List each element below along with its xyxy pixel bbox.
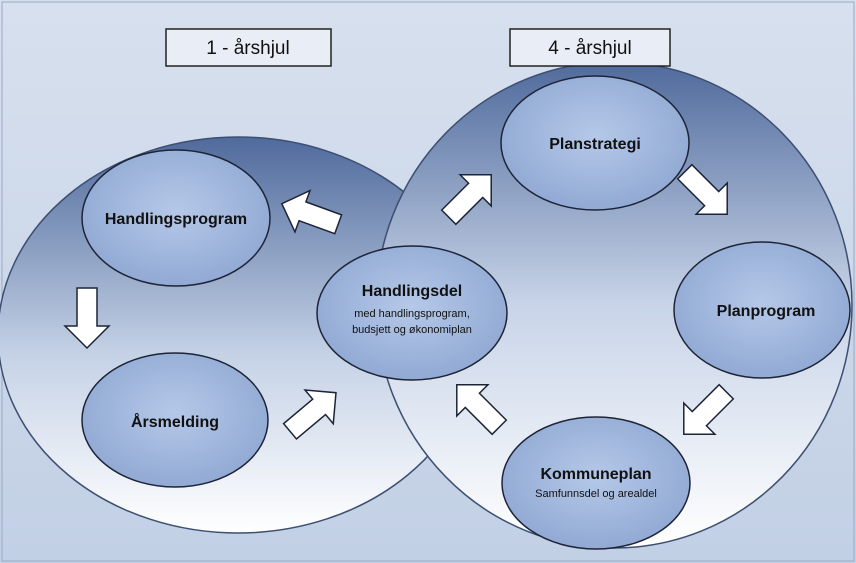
- right-title-box: 4 - årshjul: [509, 28, 671, 67]
- node-handlingsprogram-label: Handlingsprogram: [105, 211, 247, 228]
- node-planprogram: Planprogram: [673, 241, 851, 379]
- right-title: 4 - årshjul: [548, 38, 631, 59]
- node-handlingsdel: Handlingsdel med handlingsprogram, budsj…: [316, 245, 508, 381]
- arrow-planstrategi-to-planprogram: [676, 163, 728, 215]
- node-arsmelding: Årsmelding: [81, 352, 269, 488]
- node-arsmelding-label: Årsmelding: [131, 412, 219, 431]
- node-handlingsdel-line1: med handlingsprogram,: [354, 308, 470, 320]
- arrow-handlingsdel-to-planstrategi: [440, 174, 492, 226]
- node-kommuneplan: Kommuneplan Samfunnsdel og arealdel: [501, 416, 691, 550]
- node-kommuneplan-label: Kommuneplan: [540, 466, 651, 483]
- arrow-arsmelding-to-handlingsdel: [282, 389, 337, 441]
- node-planprogram-label: Planprogram: [717, 303, 816, 320]
- node-handlingsdel-line2: budsjett og økonomiplan: [352, 324, 472, 336]
- node-handlingsprogram: Handlingsprogram: [81, 149, 271, 287]
- arrow-planprogram-to-kommuneplan: [683, 383, 735, 435]
- node-planstrategi-label: Planstrategi: [549, 136, 641, 153]
- node-planstrategi: Planstrategi: [500, 75, 690, 211]
- arrow-handlingsprogram-to-arsmelding: [63, 287, 111, 350]
- arrow-handlingsdel-to-handlingsprogram: [280, 189, 343, 235]
- left-title-box: 1 - årshjul: [165, 28, 332, 67]
- node-handlingsdel-label: Handlingsdel: [362, 283, 462, 300]
- left-title: 1 - årshjul: [206, 38, 289, 59]
- arrow-kommuneplan-to-handlingsdel: [456, 384, 508, 436]
- node-kommuneplan-subtitle: Samfunnsdel og arealdel: [535, 488, 657, 500]
